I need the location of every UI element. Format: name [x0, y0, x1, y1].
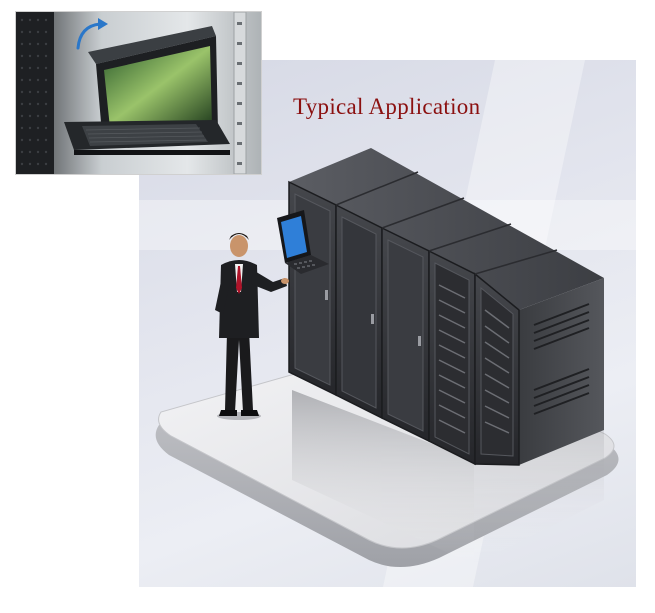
rack-console-photo-svg	[16, 12, 261, 174]
rack-cabinet-3	[381, 226, 430, 443]
rack-console-photo	[15, 11, 262, 175]
curved-arrow-icon	[76, 18, 108, 50]
rack-cabinet-4	[428, 249, 476, 466]
scene-svg	[155, 148, 619, 568]
rack-cabinet-2	[335, 203, 383, 420]
technician-with-laptop	[215, 210, 329, 420]
rack-cabinet-5	[474, 272, 520, 466]
scene-illustration	[139, 60, 636, 587]
figure-title: Typical Application	[293, 94, 481, 119]
perforated-rack-door	[16, 12, 54, 174]
